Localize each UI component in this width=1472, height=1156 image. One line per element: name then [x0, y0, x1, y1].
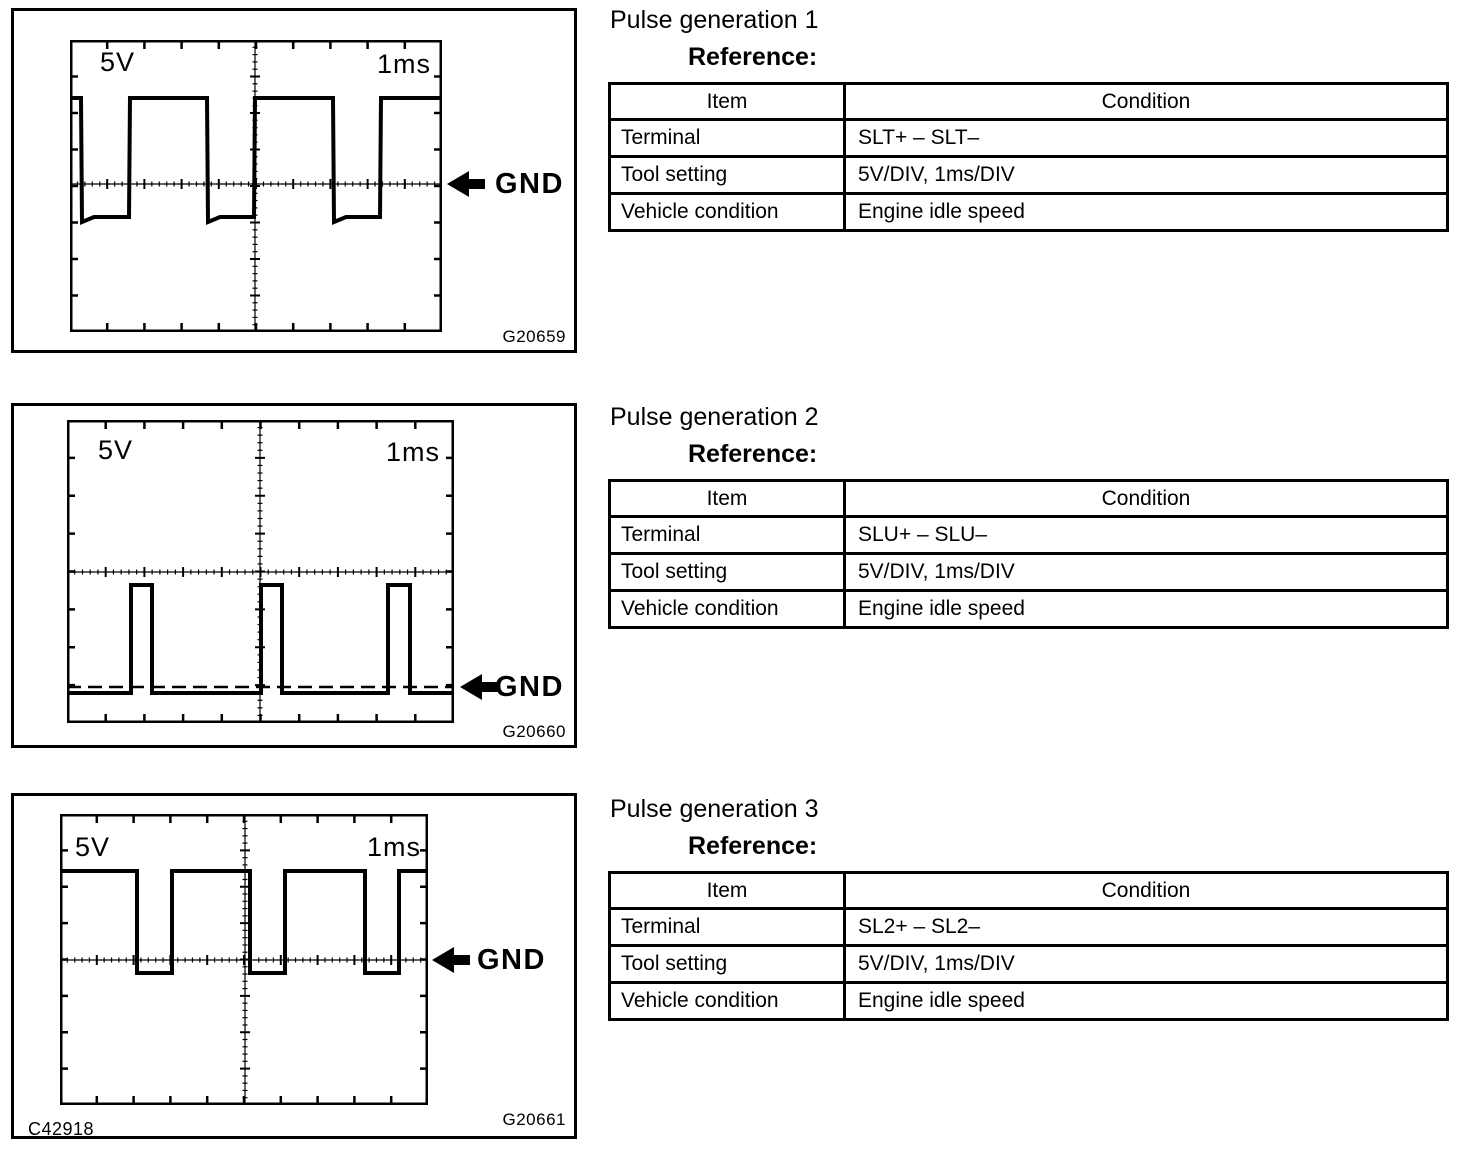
table-header-condition: Condition: [843, 82, 1449, 121]
gnd-label: GND: [477, 944, 546, 976]
table-header-condition: Condition: [843, 479, 1449, 518]
section-title: Pulse generation 3: [610, 795, 819, 823]
reference-table: Item Condition Terminal SL2+ – SL2– Tool…: [608, 871, 1449, 1021]
time-div-label: 1ms: [386, 437, 441, 467]
gnd-label: GND: [495, 671, 564, 703]
table-row: Terminal SLT+ – SLT–: [608, 118, 1449, 158]
scope-svg: [67, 420, 454, 723]
row-label-cell: Tool setting: [608, 944, 846, 984]
gnd-arrow-icon: [460, 674, 500, 700]
row-value-cell: Engine idle speed: [843, 981, 1449, 1021]
table-row: Terminal SLU+ – SLU–: [608, 515, 1449, 555]
reference-label: Reference:: [688, 43, 818, 71]
section-title: Pulse generation 1: [610, 6, 819, 34]
table-row: Tool setting 5V/DIV, 1ms/DIV: [608, 552, 1449, 592]
row-value-cell: 5V/DIV, 1ms/DIV: [843, 944, 1449, 984]
row-label-cell: Terminal: [608, 515, 846, 555]
oscilloscope-panel-3: 5V 1ms GND C42918 G20661: [11, 793, 577, 1139]
time-div-label: 1ms: [367, 832, 422, 862]
oscilloscope-panel-2: 5V 1ms GND G20660: [11, 403, 577, 748]
row-value-cell: 5V/DIV, 1ms/DIV: [843, 552, 1449, 592]
reference-label: Reference:: [688, 832, 818, 860]
row-value-cell: Engine idle speed: [843, 192, 1449, 232]
table-row: Terminal SL2+ – SL2–: [608, 907, 1449, 947]
row-value-cell: SLU+ – SLU–: [843, 515, 1449, 555]
row-value-cell: SLT+ – SLT–: [843, 118, 1449, 158]
volt-div-label: 5V: [75, 832, 111, 862]
reference-label: Reference:: [688, 440, 818, 468]
scope-svg: [70, 40, 442, 332]
table-row: Vehicle condition Engine idle speed: [608, 589, 1449, 629]
gnd-arrow-icon: [432, 947, 472, 973]
table-row: Vehicle condition Engine idle speed: [608, 192, 1449, 232]
row-value-cell: 5V/DIV, 1ms/DIV: [843, 155, 1449, 195]
row-label-cell: Tool setting: [608, 552, 846, 592]
table-row: Vehicle condition Engine idle speed: [608, 981, 1449, 1021]
table-header-item: Item: [608, 871, 846, 910]
row-label-cell: Vehicle condition: [608, 192, 846, 232]
table-row: Tool setting 5V/DIV, 1ms/DIV: [608, 155, 1449, 195]
row-label-cell: Terminal: [608, 907, 846, 947]
table-header-item: Item: [608, 82, 846, 121]
volt-div-label: 5V: [98, 435, 134, 465]
table-header-condition: Condition: [843, 871, 1449, 910]
scope-svg: [60, 814, 428, 1105]
gnd-arrow-icon: [447, 171, 487, 197]
row-label-cell: Vehicle condition: [608, 589, 846, 629]
table-header-item: Item: [608, 479, 846, 518]
oscilloscope-panel-1: 5V 1ms GND G20659: [11, 8, 577, 353]
corner-label: C42918: [28, 1119, 95, 1139]
gnd-label: GND: [495, 168, 564, 200]
row-value-cell: Engine idle speed: [843, 589, 1449, 629]
time-div-label: 1ms: [377, 49, 432, 79]
row-label-cell: Terminal: [608, 118, 846, 158]
table-header-row: Item Condition: [608, 82, 1449, 121]
row-label-cell: Tool setting: [608, 155, 846, 195]
section-title: Pulse generation 2: [610, 403, 819, 431]
volt-div-label: 5V: [100, 47, 136, 77]
table-row: Tool setting 5V/DIV, 1ms/DIV: [608, 944, 1449, 984]
row-label-cell: Vehicle condition: [608, 981, 846, 1021]
figure-label: G20661: [502, 1110, 566, 1129]
figure-label: G20660: [502, 722, 566, 741]
reference-table: Item Condition Terminal SLT+ – SLT– Tool…: [608, 82, 1449, 232]
table-header-row: Item Condition: [608, 479, 1449, 518]
reference-table: Item Condition Terminal SLU+ – SLU– Tool…: [608, 479, 1449, 629]
figure-label: G20659: [502, 327, 566, 346]
table-header-row: Item Condition: [608, 871, 1449, 910]
row-value-cell: SL2+ – SL2–: [843, 907, 1449, 947]
